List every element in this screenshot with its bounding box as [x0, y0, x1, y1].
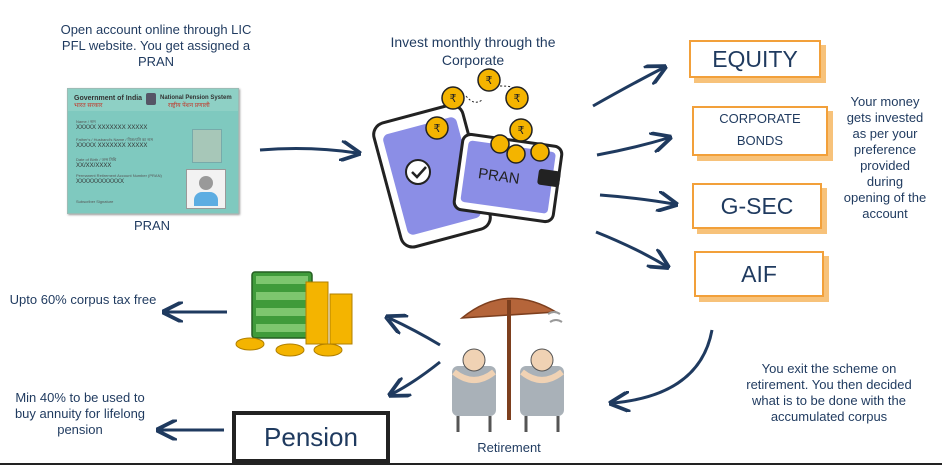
option-gsec-label: G-SEC: [720, 193, 794, 219]
pran-card: Government of India भारत सरकार National …: [67, 88, 239, 214]
card-father-label: Father's / Husband's Name / पिता/पति का …: [76, 137, 153, 142]
option-corporate-bonds-line1: CORPORATE: [719, 111, 801, 126]
option-corporate-bonds: CORPORATE BONDS: [692, 106, 828, 156]
arrow-to-gsec: [599, 195, 674, 204]
card-pran-number-value: XXXXXXXXXXXX: [76, 179, 125, 185]
hologram-icon: [192, 129, 222, 163]
tax-free-note: Upto 60% corpus tax free: [9, 292, 157, 307]
photo-avatar: [186, 169, 226, 209]
card-dob-value: XX/XX/XXXX: [76, 163, 112, 169]
avatar-head-icon: [199, 176, 213, 190]
svg-text:₹: ₹: [514, 92, 521, 105]
arrow-to-aif: [595, 230, 666, 266]
arrow-to-equity: [592, 68, 663, 108]
arrow-to-corporate-bonds: [596, 138, 668, 157]
option-aif-label: AIF: [741, 261, 777, 287]
arrow-retirement-to-pension: [392, 360, 441, 394]
retirement-illustration: [452, 297, 564, 432]
card-gov-en: Government of India: [74, 95, 143, 102]
pension-sign: Pension: [232, 411, 390, 463]
avatar-body-icon: [194, 192, 218, 206]
svg-text:₹: ₹: [434, 122, 441, 135]
option-aif: AIF: [694, 251, 824, 297]
annuity-note: Min 40% to be used to buy annuity for li…: [14, 390, 146, 437]
allocation-note: Your money gets invested as per your pre…: [843, 94, 927, 221]
card-pran-number-label: Permanent Retirement Account Number (PRA…: [76, 173, 162, 178]
card-nps-en: National Pension System: [160, 95, 232, 101]
phone-wallet-illustration: ₹ ₹ ₹ ₹ ₹: [372, 68, 564, 249]
option-corporate-bonds-line2: BONDS: [736, 133, 784, 148]
arrow-card-to-phone: [259, 149, 357, 153]
invest-monthly-text: Invest monthly through the Corporate: [390, 34, 556, 68]
arrow-exit-to-retirement: [613, 329, 714, 403]
option-equity: EQUITY: [689, 40, 821, 78]
card-signature-label: Subscriber Signature: [76, 199, 114, 204]
card-nps-hi: राष्ट्रीय पेंशन प्रणाली: [168, 103, 210, 109]
card-father-value: XXXXX XXXXXXX XXXXX: [76, 143, 148, 149]
pran-label: PRAN: [133, 218, 171, 233]
open-account-text: Open account online through LIC PFL webs…: [60, 22, 252, 69]
svg-text:₹: ₹: [518, 124, 525, 137]
card-gov-hi: भारत सरकार: [74, 103, 103, 109]
retirement-label: Retirement: [477, 440, 541, 455]
svg-text:₹: ₹: [486, 74, 493, 87]
arrow-retirement-to-money: [389, 318, 441, 347]
card-dob-label: Date of Birth / जन्म तिथि: [76, 157, 117, 162]
card-name-label: Name / नाम: [76, 119, 96, 124]
svg-text:₹: ₹: [450, 92, 457, 105]
option-gsec: G-SEC: [692, 183, 822, 229]
bottom-divider: [0, 463, 942, 465]
card-name-value: XXXXX XXXXXXX XXXXX: [76, 125, 148, 131]
money-stack-illustration: [235, 271, 353, 357]
emblem-icon: [146, 93, 156, 105]
exit-note: You exit the scheme on retirement. You t…: [746, 361, 912, 424]
option-equity-label: EQUITY: [712, 46, 798, 72]
